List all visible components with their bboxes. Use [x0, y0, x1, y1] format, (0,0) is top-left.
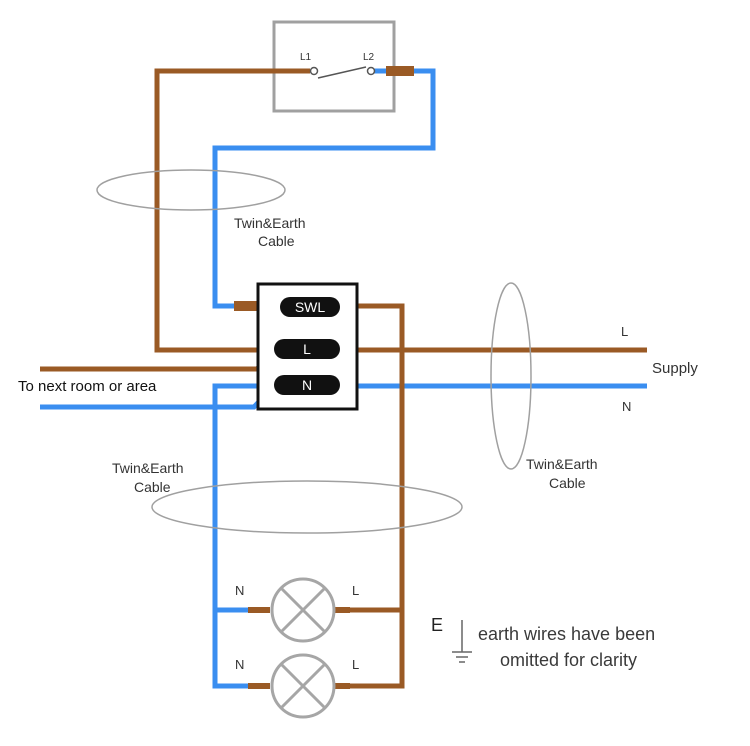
lamp2-n-tip: [248, 683, 270, 689]
lamp2-n-label: N: [235, 657, 244, 672]
lamp2-l-label: L: [352, 657, 359, 672]
twin-earth-right-label-1: Twin&Earth: [526, 456, 598, 472]
top-cable-ellipse: [96, 169, 286, 211]
earth-e-label: E: [431, 615, 443, 635]
lower-cable-ellipse: [151, 480, 463, 534]
lamp-2: [270, 653, 336, 719]
terminal-n: [274, 375, 340, 395]
lamp2-l-tip: [334, 683, 350, 689]
lamp-1: [270, 577, 336, 643]
terminal-n-label: N: [302, 377, 312, 393]
terminal-swl-label: SWL: [295, 299, 326, 315]
switch-lever: [317, 66, 367, 79]
terminal-l-label: L: [303, 341, 311, 357]
earth-ground-icon: [452, 620, 472, 663]
terminal-l: [274, 339, 340, 359]
supply-label: Supply: [652, 360, 698, 377]
terminal-swl: [280, 297, 340, 317]
switch-brown-sleeve: [386, 66, 414, 76]
switch-l1-contact: [309, 66, 319, 76]
lamp1-l-label: L: [352, 583, 359, 598]
twin-earth-left-label-1: Twin&Earth: [112, 460, 184, 476]
next-room-live-wire: [40, 348, 278, 372]
light-switch-box: [272, 20, 396, 113]
lamp1-l-tip: [334, 607, 350, 613]
switch-l1-label: L1: [300, 52, 312, 63]
supply-l-label: L: [621, 324, 628, 339]
supply-n-label: N: [622, 399, 631, 414]
twin-earth-left-label-2: Cable: [134, 479, 171, 495]
switch-return-blue-wire: [212, 68, 436, 309]
earth-note-line-2: omitted for clarity: [500, 650, 637, 670]
next-room-label: To next room or area: [18, 378, 157, 395]
twin-earth-top-label-2: Cable: [258, 233, 295, 249]
swl-lamp-brown-wire: [338, 303, 405, 689]
swl-brown-sleeve: [234, 301, 264, 311]
switch-l2-contact: [366, 66, 376, 76]
lamp1-n-tip: [248, 607, 270, 613]
lamp-neutral-blue-wire: [212, 383, 277, 689]
twin-earth-right-label-2: Cable: [549, 475, 586, 491]
supply-cable-ellipse: [490, 282, 532, 470]
earth-note-line-1: earth wires have been: [478, 624, 655, 644]
switch-l2-label: L2: [363, 52, 375, 63]
switch-feed-brown-wire: [154, 68, 310, 353]
lamp1-n-label: N: [235, 583, 244, 598]
twin-earth-top-label-1: Twin&Earth: [234, 215, 306, 231]
